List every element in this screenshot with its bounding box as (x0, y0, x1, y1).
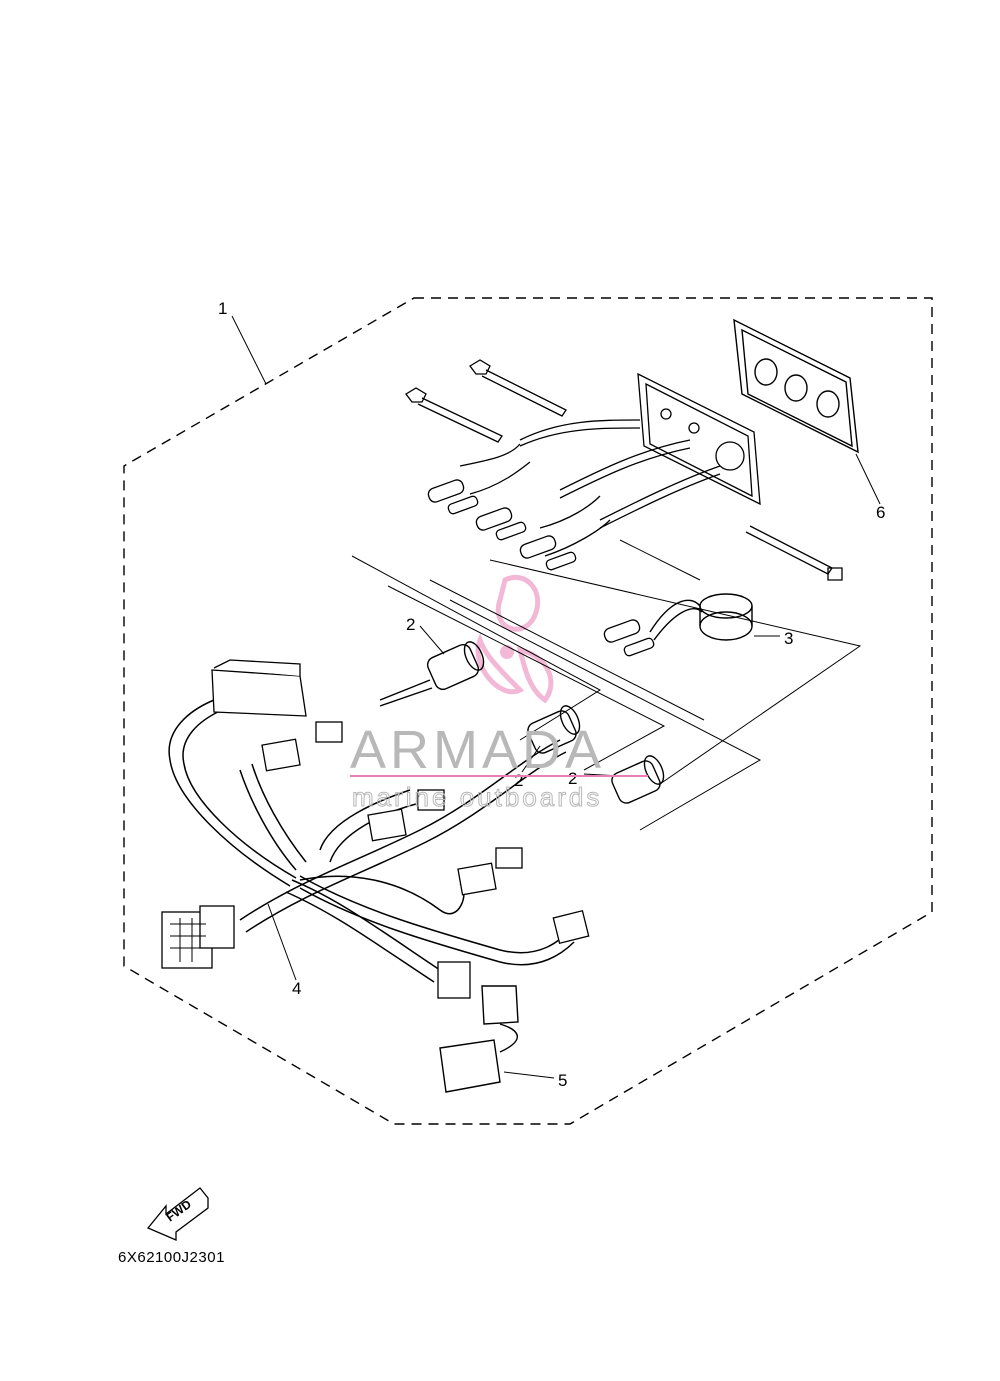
bullet-terminals (427, 479, 655, 657)
harness-connectors (161, 659, 590, 999)
connector-grid (170, 918, 206, 962)
meter-connector-b (527, 705, 581, 754)
meter-panel-plate (637, 372, 761, 506)
watermark-subtitle: marine outboards (352, 782, 602, 812)
panel-harness (459, 419, 721, 557)
callout-1: 1 (218, 299, 227, 318)
cable-tie-upper (405, 359, 843, 581)
meter-connector-a (379, 641, 485, 707)
buzzer (649, 593, 753, 641)
callout-3: 3 (784, 629, 793, 648)
watermark-title: ARMADA (350, 720, 605, 780)
callout-leaders (231, 315, 881, 1079)
callout-2a: 2 (406, 615, 415, 634)
assembly-outline (123, 297, 933, 1125)
fwd-arrow-icon (146, 1187, 209, 1241)
part-code: 6X62100J2301 (118, 1249, 225, 1266)
callout-2b: 2 (514, 771, 523, 790)
relay-unit (439, 985, 519, 1093)
assembly-guide-lines (351, 539, 862, 831)
callout-6: 6 (876, 503, 885, 522)
main-harness (168, 699, 575, 983)
callout-5: 5 (558, 1071, 567, 1090)
meter-panel-cover (733, 318, 859, 454)
meter-connector-c (611, 755, 665, 804)
watermark-logo (475, 575, 554, 704)
callout-2c: 2 (568, 769, 577, 788)
callout-4: 4 (292, 979, 301, 998)
